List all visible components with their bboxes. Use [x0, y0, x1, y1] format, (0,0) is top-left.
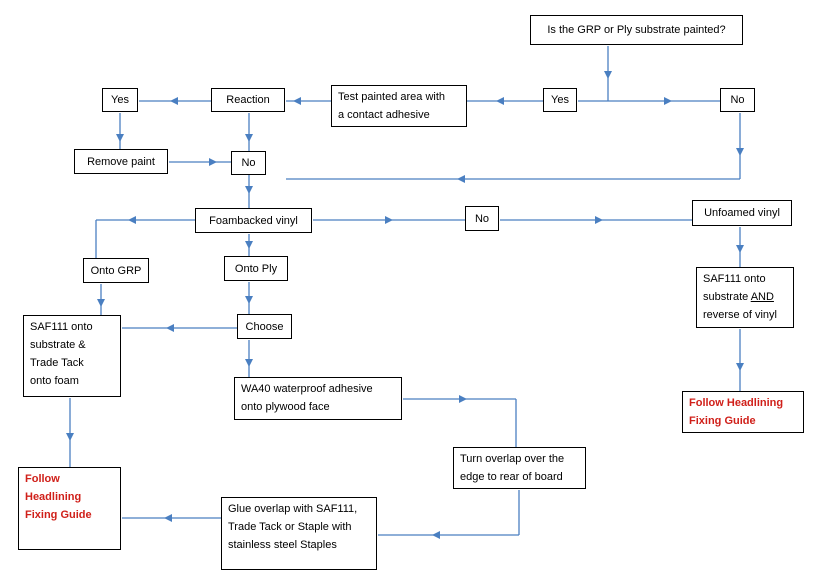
arrowhead [97, 299, 105, 307]
arrowhead [595, 216, 603, 224]
no-right-box: No [465, 206, 499, 231]
arrowhead [664, 97, 672, 105]
saf-right-substrate: substrate [703, 291, 751, 303]
arrowhead [457, 175, 465, 183]
wa40-line-1: WA40 waterproof adhesive [241, 383, 373, 395]
onto-ply-text: Onto Ply [234, 262, 278, 275]
remove-paint-text: Remove paint [87, 155, 155, 168]
no-top-box: No [720, 88, 755, 112]
wa40-box: WA40 waterproof adhesive onto plywood fa… [234, 377, 402, 420]
glue-overlap-box: Glue overlap with SAF111, Trade Tack or … [221, 497, 377, 570]
reaction-box: Reaction [211, 88, 285, 112]
remove-paint-box: Remove paint [74, 149, 168, 174]
turn-line-2: edge to rear of board [460, 471, 563, 483]
arrowhead [245, 186, 253, 194]
arrowhead [245, 134, 253, 142]
test-painted-area-box: Test painted area with a contact adhesiv… [331, 85, 467, 127]
arrowhead [604, 71, 612, 79]
arrowhead [66, 433, 74, 441]
follow-left-line-2: Headlining [25, 491, 82, 503]
question-box: Is the GRP or Ply substrate painted? [530, 15, 743, 45]
glue-line-2: Trade Tack or Staple with [228, 521, 352, 533]
arrowhead [459, 395, 467, 403]
follow-left-line-3: Fixing Guide [25, 509, 92, 521]
choose-box: Choose [237, 314, 292, 339]
arrowhead [432, 531, 440, 539]
arrowhead [170, 97, 178, 105]
arrowhead [496, 97, 504, 105]
glue-line-1: Glue overlap with SAF111, [228, 503, 358, 515]
saf-left-line-4: onto foam [30, 375, 79, 387]
saf-right-line-1: SAF111 onto [703, 273, 766, 285]
no-right-text: No [474, 212, 490, 225]
saf111-foam-box: SAF111 onto substrate & Trade Tack onto … [23, 315, 121, 397]
arrowhead [293, 97, 301, 105]
saf-left-line-1: SAF111 onto [30, 321, 93, 333]
arrowhead [116, 134, 124, 142]
glue-line-3: stainless steel Staples [228, 539, 337, 551]
unfoamed-text: Unfoamed vinyl [704, 207, 780, 219]
arrowhead [128, 216, 136, 224]
turn-overlap-box: Turn overlap over the edge to rear of bo… [453, 447, 586, 489]
yes-left-text: Yes [111, 94, 129, 106]
arrowhead [164, 514, 172, 522]
reaction-text: Reaction [226, 94, 270, 106]
arrowhead [245, 359, 253, 367]
saf-right-line-3: reverse of vinyl [703, 309, 777, 321]
question-text: Is the GRP or Ply substrate painted? [547, 24, 726, 36]
saf-left-line-2: substrate & [30, 339, 86, 351]
no-top-text: No [730, 94, 745, 106]
saf111-vinyl-box: SAF111 onto substrate AND reverse of vin… [696, 267, 794, 328]
onto-ply-box: Onto Ply [224, 256, 288, 281]
choose-text: Choose [245, 320, 284, 333]
arrowhead [166, 324, 174, 332]
unfoamed-vinyl-box: Unfoamed vinyl [692, 200, 792, 226]
arrowheads [66, 71, 744, 539]
yes-top-text: Yes [551, 94, 569, 106]
arrowhead [245, 296, 253, 304]
onto-grp-text: Onto GRP [90, 264, 142, 277]
arrowhead [736, 148, 744, 156]
arrowhead [245, 241, 253, 249]
no-mid-text: No [241, 157, 256, 169]
arrowhead [736, 245, 744, 253]
onto-grp-box: Onto GRP [83, 258, 149, 283]
follow-left-line-1: Follow [25, 473, 60, 485]
yes-left-box: Yes [102, 88, 138, 112]
test-line-2: a contact adhesive [338, 109, 430, 121]
arrowhead [209, 158, 217, 166]
no-mid-box: No [231, 151, 266, 175]
wa40-line-2: onto plywood face [241, 401, 330, 413]
arrowhead [736, 363, 744, 371]
test-line-1: Test painted area with [338, 91, 446, 103]
yes-top-box: Yes [543, 88, 577, 112]
foambacked-text: Foambacked vinyl [209, 214, 298, 227]
follow-guide-right-box: Follow Headlining Fixing Guide [682, 391, 804, 433]
saf-right-line-2: substrate AND [703, 288, 787, 306]
saf-left-line-3: Trade Tack [30, 357, 84, 369]
saf-right-and: AND [750, 291, 774, 303]
follow-right-line-1: Follow Headlining [689, 397, 784, 409]
arrowhead [385, 216, 393, 224]
follow-right-line-2: Fixing Guide [689, 415, 756, 427]
turn-line-1: Turn overlap over the [460, 453, 565, 465]
foambacked-vinyl-box: Foambacked vinyl [195, 208, 312, 233]
follow-guide-left-box: Follow Headlining Fixing Guide [18, 467, 121, 550]
